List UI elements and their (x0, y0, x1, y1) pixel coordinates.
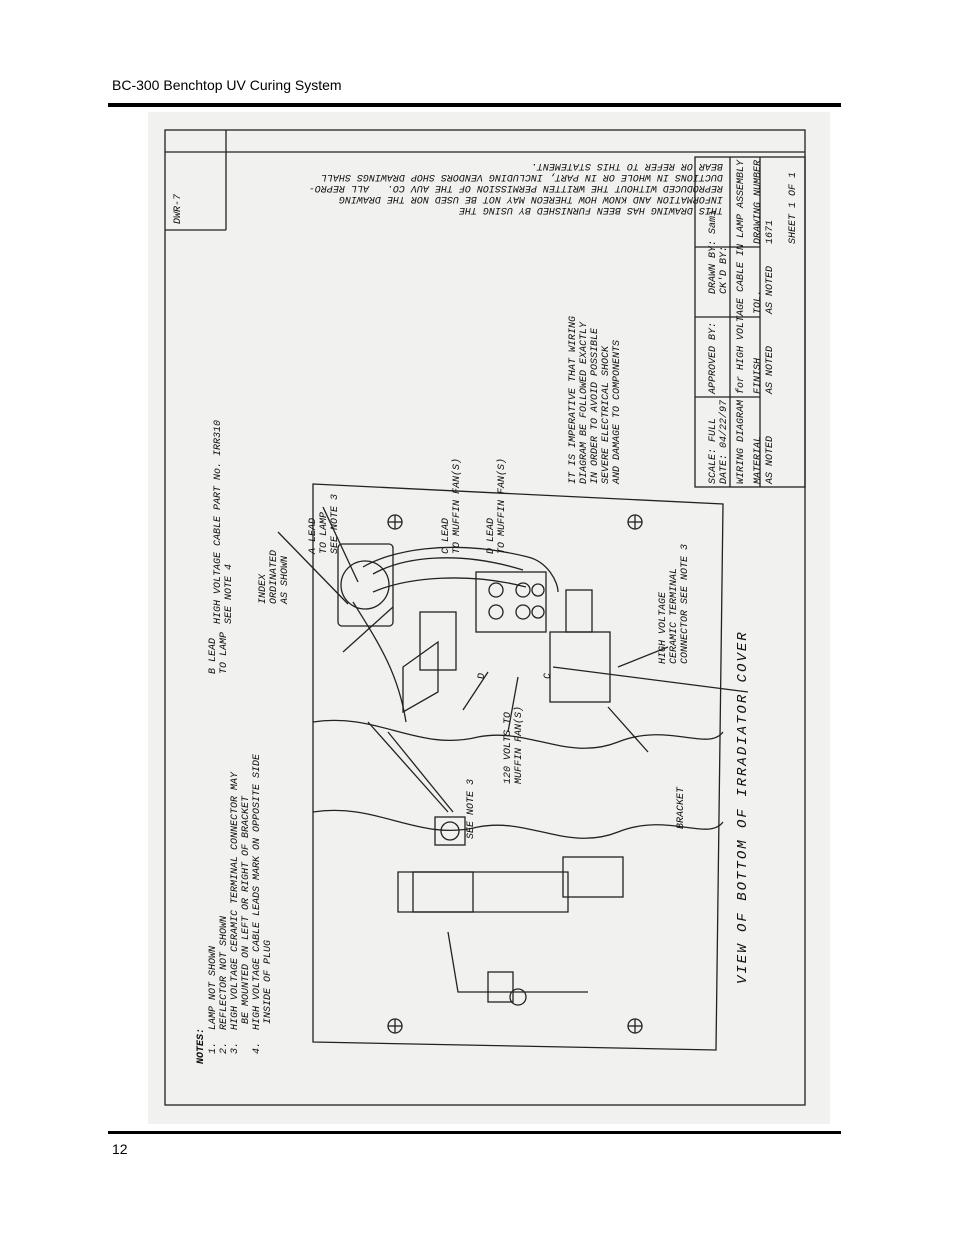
cover-plate (312, 483, 724, 1051)
tb-approved: APPROVED BY: (708, 321, 719, 394)
title-block (694, 156, 806, 488)
cable-clamp (434, 816, 466, 846)
warning-line-1: IT IS IMPERATIVE THAT WIRING (568, 315, 579, 484)
copyright-statement: THIS DRAWING HAS BEEN FURNISHED BY USING… (233, 160, 723, 215)
lamp-lead-lower (447, 931, 588, 993)
tb-drawing-number: 1671 (765, 219, 776, 244)
marker-d: D (477, 672, 488, 679)
copyright-line-1: THIS DRAWING HAS BEEN FURNISHED BY USING… (458, 204, 723, 215)
label-index-1: INDEX (258, 573, 269, 604)
note-3-cont: BE MOUNTED ON LEFT OR RIGHT OF BRACKET (241, 795, 252, 1054)
note-4: 4. HIGH VOLTAGE CABLE LEADS MARK ON OPPO… (252, 753, 263, 1054)
warning-line-2: DIAGRAM BE FOLLOWED EXACTLY (579, 321, 590, 484)
copyright-line-4: DUCTIONS IN WHOLE OR IN PART, INCLUDING … (320, 171, 723, 182)
page-number: 12 (112, 1141, 128, 1157)
diagram-caption: VIEW OF BOTTOM OF IRRADIATOR COVER (735, 630, 751, 984)
tb-scale: SCALE: FULL (708, 417, 719, 484)
label-index-3: AS SHOWN (280, 555, 291, 604)
drawing-border (164, 129, 806, 1106)
tb-finish: AS NOTED (765, 345, 776, 394)
label-see-note-3: SEE NOTE 3 (466, 778, 477, 839)
tb-drawn: DRAWN BY: Sami (708, 209, 719, 294)
tb-tol-h: TOL. (753, 289, 764, 314)
notes-title: NOTES: (196, 1027, 207, 1064)
tb-dwg-no: DWR-7 (173, 193, 184, 224)
label-hv-terminal-1: HIGH VOLTAGE (658, 591, 669, 664)
warning-line-5: AND DAMAGE TO COMPONENTS (612, 339, 623, 484)
label-b-lead-2: TO LAMP (219, 631, 230, 674)
note-2: 2. REFLECTOR NOT SHOWN (219, 915, 230, 1054)
hv-cable-lead (362, 546, 559, 593)
diagram-linework (164, 129, 806, 1106)
note-3: 3. HIGH VOLTAGE CERAMIC TERMINAL CONNECT… (230, 771, 241, 1054)
tb-sheet: SHEET 1 OF 1 (788, 171, 799, 244)
label-d-lead-2: TO MUFFIN FAN(S) (497, 457, 508, 554)
label-c-lead-2: TO MUFFIN FAN(S) (452, 457, 463, 554)
copyright-line-2: INFORMATION AND KNOW HOW THEREON MAY NOT… (338, 193, 723, 204)
label-hv-cable-2: SEE NOTE 4 (224, 563, 235, 624)
label-hv-cable-1: HIGH VOLTAGE CABLE PART No. IRR310 (213, 419, 224, 624)
label-hv-terminal-3: CONNECTOR SEE NOTE 3 (680, 543, 691, 664)
label-a-lead-3: SEE NOTE 3 (330, 493, 341, 554)
footer-rule (108, 1131, 841, 1134)
note-4-cont: INSIDE OF PLUG (263, 939, 274, 1054)
label-d-lead-1: D LEAD (486, 517, 497, 554)
copyright-line-5: BEAR OR REFER TO THIS STATEMENT. (530, 160, 723, 171)
note-1: 1. LAMP NOT SHOWN (208, 945, 219, 1054)
tb-tol: AS NOTED (765, 265, 776, 314)
tb-material-h: MATERIAL (753, 435, 764, 484)
label-120v-1: 120 VOLTS TO (503, 711, 514, 784)
tb-title: WIRING DIAGRAM for HIGH VOLTAGE CABLE IN… (736, 159, 747, 484)
copyright-line-3: REPRODUCED WITHOUT THE WRITTEN PERMISSIO… (308, 182, 723, 193)
label-bracket: BRACKET (676, 786, 687, 829)
tb-checked: CK'D BY: (719, 245, 730, 294)
tb-finish-h: FINISH (753, 357, 764, 394)
label-index-2: ORDINATED (269, 549, 280, 604)
tb-date: DATE: 04/22/97 (719, 399, 730, 484)
label-c-lead-1: C LEAD (441, 517, 452, 554)
tb-material: AS NOTED (765, 435, 776, 484)
warning-line-4: SEVERE ELECTRICAL SHOCK (601, 345, 612, 484)
label-120v-2: MUFFIN FAN(S) (514, 705, 525, 784)
label-hv-terminal-2: CERAMIC TERMINAL (669, 567, 680, 664)
label-a-lead-2: TO LAMP (319, 511, 330, 554)
bracket-upright (419, 611, 457, 671)
marker-c: C (543, 672, 554, 679)
warning-line-3: IN ORDER TO AVOID POSSIBLE (590, 327, 601, 484)
page-header-title: BC-300 Benchtop UV Curing System (112, 77, 342, 93)
header-rule (108, 103, 841, 107)
label-a-lead-1: A LEAD (308, 517, 319, 554)
tb-drawing-number-h: DRAWING NUMBER (753, 159, 764, 244)
terminal-block (475, 571, 547, 633)
mounting-holes (387, 514, 643, 1034)
rotated-annotations: NOTES: 1. LAMP NOT SHOWN 2. REFLECTOR NO… (148, 112, 830, 1124)
label-b-lead-1: B LEAD (208, 637, 219, 674)
wiring-diagram-scan: NOTES: 1. LAMP NOT SHOWN 2. REFLECTOR NO… (148, 112, 830, 1124)
lamp-socket-bracket (397, 871, 569, 913)
